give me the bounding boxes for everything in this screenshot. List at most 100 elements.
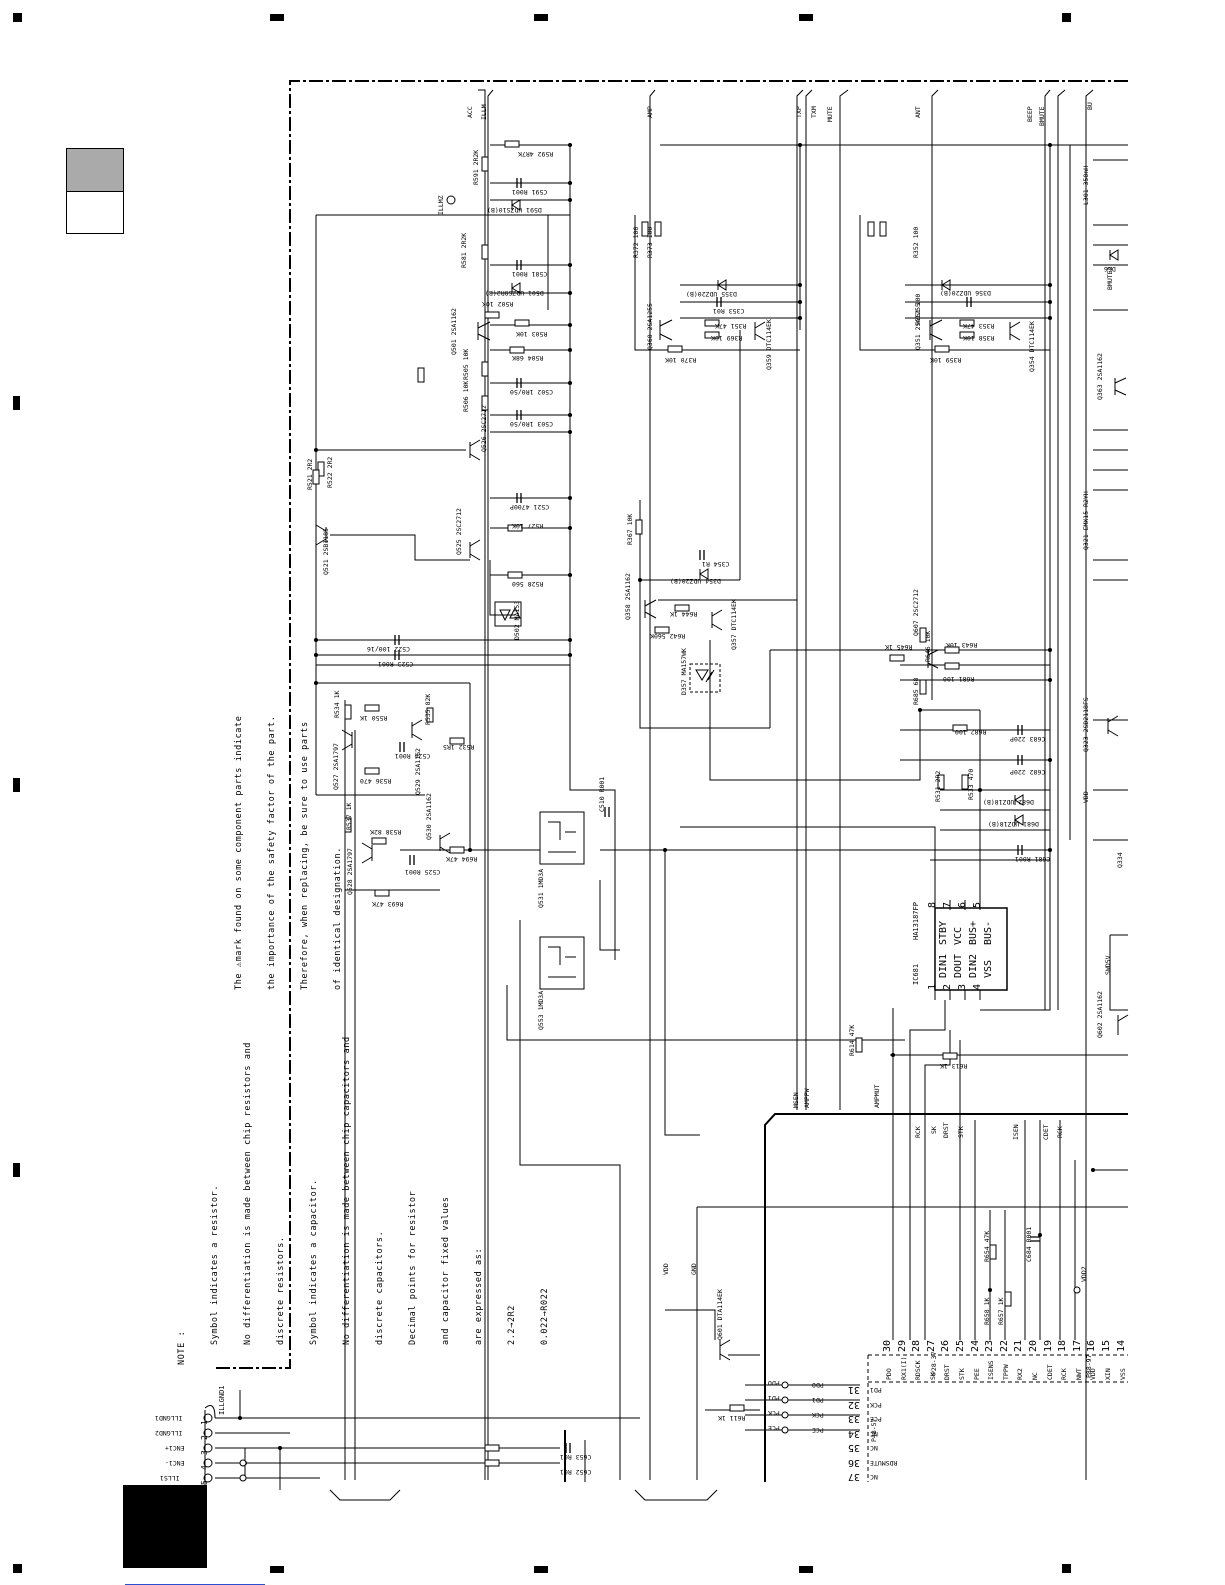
- resistor-label: R536 470: [360, 777, 392, 785]
- diode-label: D355 UDZ20(B): [686, 290, 737, 298]
- resistor-label: R373 100: [646, 226, 654, 258]
- transistor-label: Q528 2SA1797: [346, 848, 354, 895]
- ic-bus-pin-name: ISENS: [987, 1360, 996, 1380]
- ic-bus-pin-name: RX1(I): [899, 1356, 908, 1380]
- ic-pin-name: DOUT: [953, 953, 964, 978]
- transistor-label: Q607 2SC2712: [912, 589, 920, 636]
- connector-pin-number: 2: [200, 1435, 209, 1440]
- diode-label: D501 UDZS8R2(B): [485, 289, 544, 297]
- diode-label: D681 UDZ18(B): [988, 820, 1039, 828]
- resistor-label: R644 1K: [670, 610, 698, 618]
- resistor-label: R504 68K: [512, 354, 544, 362]
- resistor-label: R614 47K: [848, 1024, 856, 1056]
- diode-label: D354 UDZ20(B): [670, 577, 721, 585]
- bottom-connector-pin-name: NC: [870, 1473, 878, 1481]
- ic-bus-pin-name: STK: [958, 1368, 966, 1380]
- capacitor-label: C591 R001: [512, 188, 548, 196]
- signal-label: STK: [957, 1126, 965, 1138]
- ic-bus-pin-name: SK: [928, 1372, 937, 1380]
- page-number-block: [123, 1485, 207, 1568]
- signal-label: BMUTE: [1038, 106, 1046, 126]
- ic-pin-number: 4: [972, 983, 983, 990]
- resistor-label: R657 1K: [997, 1297, 1005, 1325]
- registration-mark: [13, 396, 20, 410]
- ic-bus-pin-name: NWT: [1074, 1368, 1083, 1380]
- resistor-label: R531 2R2: [934, 770, 942, 802]
- resistor-symbols: [312, 140, 1012, 1467]
- capacitor-label: C581 R001: [512, 270, 548, 278]
- resistor-label: R503 10K: [516, 330, 548, 338]
- capacitor-label: C354 R1: [702, 560, 730, 568]
- transistor-label: Q521 2SB1185: [322, 528, 330, 575]
- ic-pin-name: BUS-: [983, 920, 994, 945]
- dual-transistor-modules: [539, 811, 585, 990]
- transistor-label: Q357 DTC114EK: [730, 599, 738, 650]
- transistor-label: Q501 2SA1162: [450, 308, 458, 355]
- supply-label: VDD: [662, 1263, 670, 1275]
- signal-label: AMPMUT: [873, 1084, 881, 1108]
- supply-label: SWD5V: [1104, 955, 1112, 975]
- ic-pin-name: STBY: [938, 920, 949, 945]
- connector-pin-label: ENC1+: [165, 1444, 185, 1452]
- capacitor-label: C652 R01: [560, 1468, 592, 1476]
- ic-bus-pin-number: 26: [940, 1339, 952, 1352]
- resistor-label: R611 1K: [718, 1414, 746, 1422]
- transistor-label: Q601 DTA114EK: [716, 1289, 724, 1340]
- ic-pin-name: VCC: [953, 926, 964, 945]
- transistor-label: Q553 1MD3A: [537, 990, 545, 1030]
- registration-mark: [13, 13, 22, 22]
- resistor-label: R682 100: [955, 728, 987, 736]
- bottom-connector-pin-number: 33: [848, 1413, 861, 1424]
- ic-bus-pin-number: 18: [1057, 1339, 1069, 1352]
- resistor-label: R681 100: [943, 675, 975, 683]
- ic-bus-pin-number: 29: [896, 1339, 908, 1352]
- transistor-label: Q602 2SA1162: [1096, 991, 1104, 1038]
- transistor-label: Q359 DTC114EK: [765, 319, 773, 370]
- resistor-label: R528 560: [512, 580, 544, 588]
- signal-label: DRST: [942, 1122, 950, 1138]
- ic-pin-number: 8: [927, 901, 938, 908]
- ic-bus-pin-number: 15: [1101, 1339, 1112, 1352]
- capacitor-label: C653 R01: [560, 1453, 592, 1461]
- ic-bus-pin-number: 14: [1115, 1339, 1127, 1352]
- ic681-pins: [934, 890, 981, 1000]
- capacitor-symbols: [394, 178, 1040, 1453]
- ic-pin-number: 7: [942, 901, 953, 908]
- ic-bus-pin-number: 24: [969, 1339, 981, 1352]
- connector-pin-number: 5: [200, 1480, 209, 1485]
- ic681-outline: [934, 907, 1008, 991]
- resistor-label: R537 1K: [345, 802, 353, 830]
- ic-bus-pin-number: 23: [984, 1339, 996, 1352]
- registration-mark: [13, 1163, 20, 1177]
- ic-bus-pin-name: VDD: [1089, 1368, 1098, 1380]
- signal-label: MUTE: [826, 106, 834, 122]
- ic-pin-name: VSS: [983, 959, 994, 978]
- bottom-connector-pin-name: NC: [870, 1444, 878, 1452]
- signal-label: BU: [1086, 102, 1094, 110]
- connector-pin-label: ILLGND2: [155, 1429, 183, 1437]
- ic-part: HA13187FP: [912, 902, 920, 940]
- ic-bus-pin-number: 27: [925, 1339, 937, 1352]
- bottom-connector-pin-name: PCK: [870, 1400, 882, 1409]
- resistor-label: R351 100: [914, 293, 922, 325]
- signal-label: ILLM: [480, 104, 488, 120]
- resistor-label: R522 2R2: [326, 456, 334, 488]
- ic-ref: IC681: [912, 963, 920, 985]
- supply-label: GND: [690, 1263, 698, 1275]
- registration-mark: [1062, 1564, 1071, 1573]
- transistor-label: Q527 2SA1797: [332, 743, 340, 790]
- signal-label: RCK: [1056, 1126, 1064, 1138]
- bottom-signal-label: PCE: [768, 1424, 780, 1432]
- registration-mark: [534, 1566, 548, 1573]
- diode-label: D682 UDZ18(B): [983, 798, 1034, 806]
- ic-bus-pin-number: 21: [1013, 1339, 1025, 1352]
- ic-bus-pin-name: PDO: [885, 1368, 893, 1380]
- connector-pin-label: ILLS1: [160, 1474, 180, 1482]
- transistor-label: Q358 2SA1162: [624, 573, 632, 620]
- ic-bus-pin-name: PEE: [972, 1368, 981, 1380]
- capacitor-label: C521 4700P: [510, 503, 550, 511]
- transistor-label: Q525 2SC2712: [455, 508, 463, 555]
- resistor-label: R646 10K: [924, 630, 932, 662]
- connector-terminals: [203, 195, 1081, 1483]
- capacitor-label: C523 R001: [378, 660, 414, 668]
